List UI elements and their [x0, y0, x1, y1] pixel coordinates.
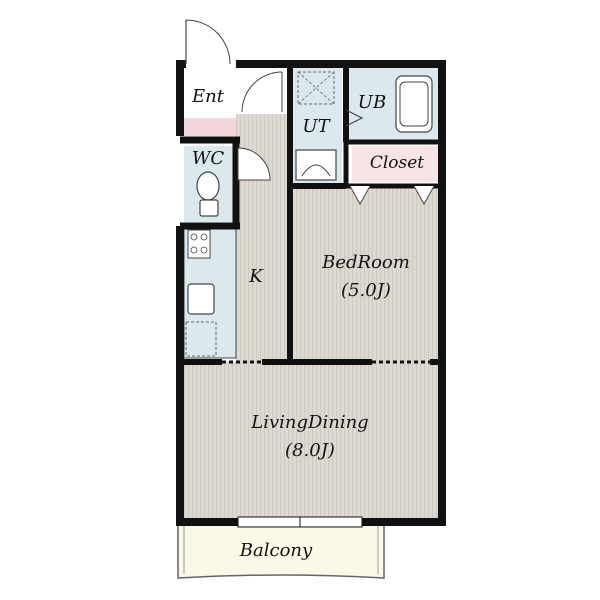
bathtub-inner: [399, 81, 429, 127]
closet-door-right: [413, 185, 435, 206]
washer-drain: [297, 71, 335, 105]
bathtub: [395, 75, 433, 133]
kitchen-label: K: [248, 266, 264, 287]
washer-space: [297, 71, 335, 105]
bedroom-label: BedRoom: [321, 252, 410, 273]
burner-3: [190, 246, 198, 254]
burner-4: [200, 246, 208, 254]
ut-label: UT: [302, 116, 331, 137]
bedroom-size: (5.0J): [341, 280, 391, 301]
living-size: (8.0J): [285, 440, 335, 461]
burner-1: [190, 233, 198, 241]
closet-label: Closet: [370, 153, 424, 173]
closet-floor: [352, 146, 442, 182]
bedroom-floor: [292, 186, 442, 362]
fridge-space: [185, 321, 217, 357]
ent-label: Ent: [191, 86, 225, 107]
entrance-door: [185, 19, 231, 65]
ub-label: UB: [358, 92, 386, 113]
entrance-mat: [180, 118, 236, 136]
kitchen-sink: [187, 283, 215, 315]
hall-door: [241, 71, 283, 113]
toilet-tank: [199, 199, 219, 217]
balcony-label: Balcony: [239, 540, 313, 561]
burner-2: [200, 233, 208, 241]
wc-door: [237, 147, 271, 181]
living-label: LivingDining: [250, 412, 368, 433]
closet-door-left: [349, 185, 371, 206]
wc-wall: [180, 136, 240, 230]
balcony-rail: [183, 524, 379, 574]
washbasin-bowl: [301, 164, 331, 177]
exterior-wall: [176, 60, 446, 526]
living-dining-floor: [180, 362, 442, 519]
stove: [187, 229, 211, 259]
wc-label: WC: [192, 148, 225, 169]
balcony-area: [177, 521, 385, 579]
ut-wall: [287, 64, 349, 189]
bedroom-wall: [180, 186, 442, 365]
ub-door: [345, 109, 364, 127]
toilet-bowl: [196, 171, 220, 201]
